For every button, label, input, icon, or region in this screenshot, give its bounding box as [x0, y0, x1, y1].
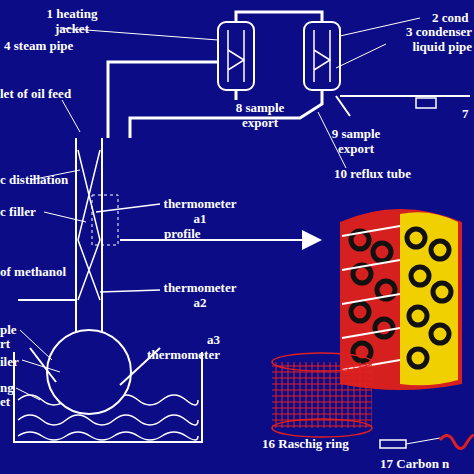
part-label: 2 cond [432, 10, 474, 25]
leader-line [16, 388, 40, 400]
packing-ring [407, 229, 425, 247]
packing-rings [351, 229, 451, 367]
part-label: thermometer a1 [160, 196, 240, 226]
part-label: 17 Carbon n [380, 456, 474, 471]
packing-ring [409, 349, 427, 367]
part-label: c distillation [0, 172, 110, 187]
condenser-coil [228, 30, 244, 82]
sample-port-tube [30, 348, 56, 382]
part-label: thermometer a2 [160, 280, 240, 310]
coil-wire [342, 226, 400, 370]
condenser-1 [218, 22, 254, 90]
liquid-pipe [340, 95, 470, 97]
part-label: 8 sample export [230, 100, 290, 130]
part-label: 7 [462, 106, 474, 121]
valve [416, 98, 436, 108]
packing-ring [431, 325, 449, 343]
connecting-pipe [236, 12, 322, 22]
part-label: a3 thermometer [140, 332, 220, 362]
leader-line [62, 100, 80, 132]
part-label: profile [164, 226, 224, 241]
profile-arrow [120, 239, 318, 241]
steam-pipe [108, 62, 218, 138]
raschig-ring-bottom [272, 419, 372, 437]
part-label: 10 reflux tube [334, 166, 454, 181]
carbon-nanotube [440, 435, 474, 448]
part-label: let of oil feed [0, 86, 120, 101]
part-label: rt [0, 336, 40, 351]
thermometer-a2 [100, 290, 160, 292]
packing-ring [409, 307, 427, 325]
part-label: 9 sample export [326, 126, 386, 156]
cutaway-inner [400, 212, 458, 385]
condenser-coil [314, 30, 330, 82]
sample-export-9 [336, 96, 350, 116]
packing-ring [431, 241, 449, 259]
part-label: ng [0, 380, 40, 395]
column-filler [78, 150, 100, 300]
thermometer-a1 [96, 204, 160, 212]
leader-line [336, 44, 386, 68]
part-label: et [0, 394, 40, 409]
reflux-tube [130, 90, 322, 138]
leader-line [406, 438, 440, 444]
heating-wave [18, 432, 198, 440]
packing-ring [351, 303, 369, 321]
distillation-column [76, 138, 102, 332]
part-label: iler [0, 354, 40, 369]
zoom-box [380, 440, 406, 448]
part-label: c filler [0, 204, 80, 219]
heating-wave [18, 415, 198, 425]
packing-ring [373, 243, 391, 261]
leader-line [20, 330, 52, 360]
condenser-2 [304, 22, 340, 90]
part-label: 1 heating jacket [36, 6, 108, 36]
part-label: 16 Raschig ring [262, 436, 392, 451]
leader-line [44, 212, 86, 222]
sample-export-8 [235, 90, 238, 100]
packing-ring [411, 267, 429, 285]
packing-ring [375, 319, 393, 337]
profile-window [92, 195, 118, 245]
methanol-inlet [18, 299, 76, 301]
part-label: 4 steam pipe [4, 38, 104, 53]
part-label: 3 condenser liquid pipe [388, 24, 472, 54]
raschig-ring-top [272, 353, 372, 371]
leader-line [22, 360, 60, 372]
raschig-ring [272, 362, 372, 428]
part-label: ple [0, 322, 40, 337]
packing-ring [433, 283, 451, 301]
part-label: of methanol [0, 264, 100, 279]
